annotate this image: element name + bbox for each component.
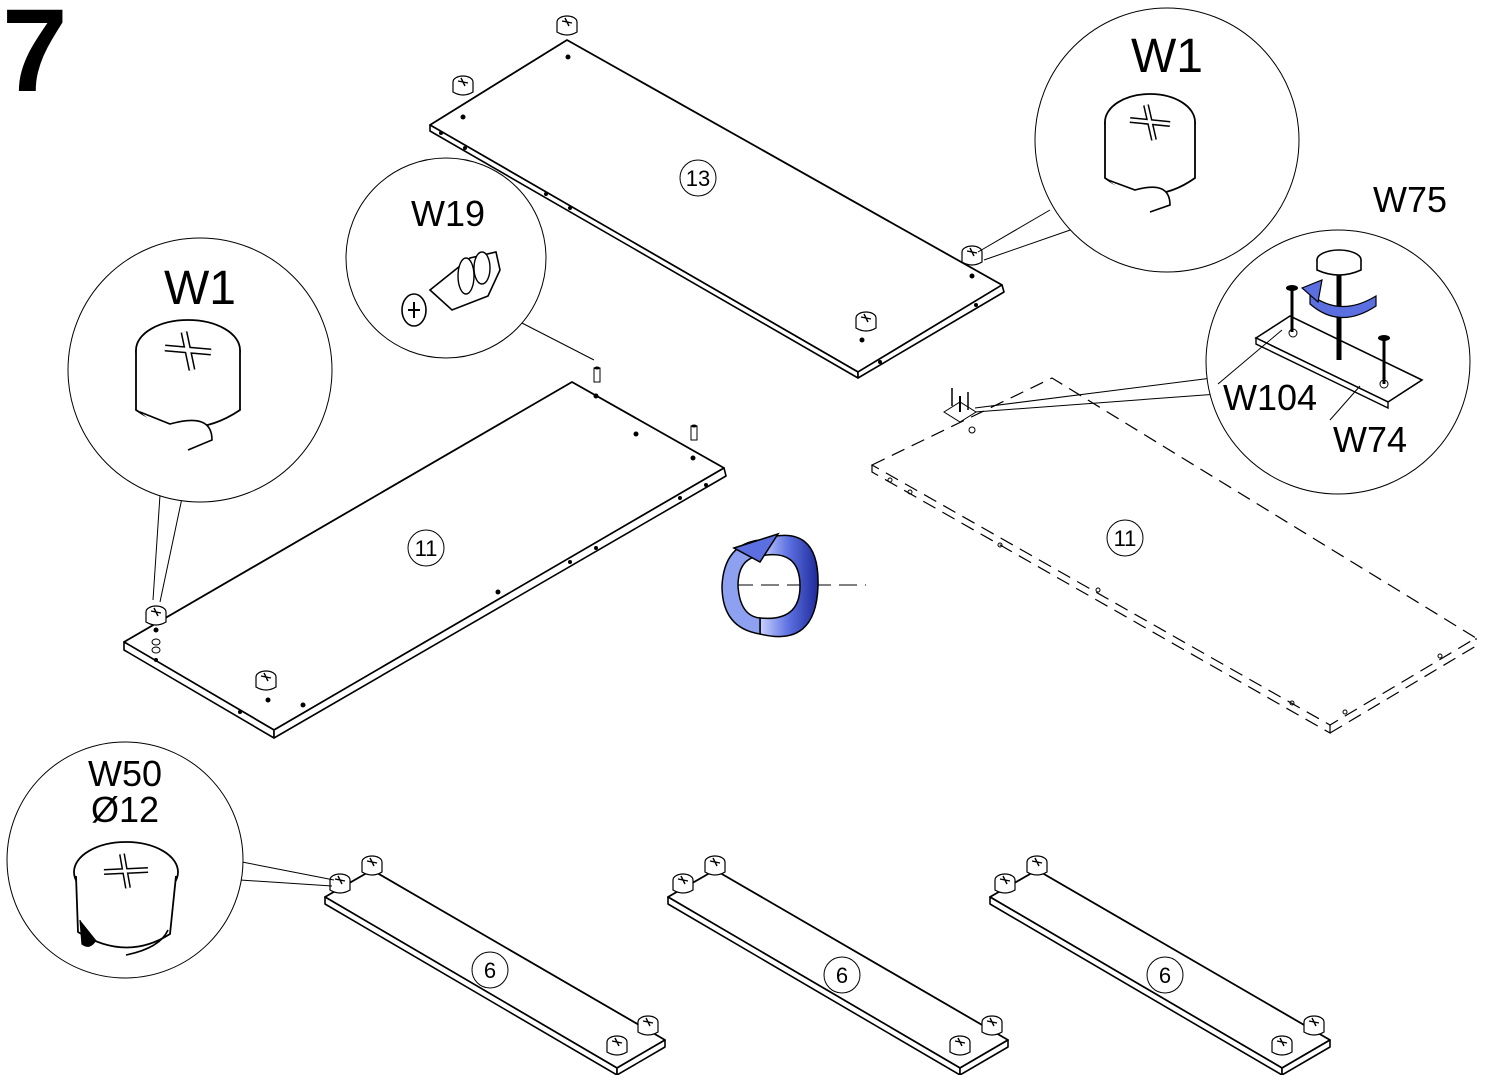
- label-w1-right: W1: [1131, 30, 1203, 83]
- leveler-w75-icon: [1217, 249, 1424, 421]
- part-number-6-1: 6: [484, 958, 496, 983]
- callout-w50: W50 Ø12: [6, 741, 335, 979]
- callout-w74-w75-w104: W75 W104 W74: [974, 179, 1471, 495]
- callout-w1-right: W1: [977, 7, 1300, 273]
- step-number: 7: [2, 0, 68, 117]
- callout-w1-left: W1: [67, 237, 333, 603]
- shelf-6-1: 6: [324, 855, 666, 1076]
- shelf-6-3: 6: [989, 855, 1331, 1076]
- label-w74: W74: [1333, 419, 1407, 460]
- rotate-arrow-icon: [721, 532, 866, 638]
- shelf-6-2: 6: [667, 855, 1009, 1076]
- panel-11-left: 11: [123, 366, 727, 739]
- callout-w19: W19: [345, 157, 595, 361]
- camlock-w50-icon: [73, 841, 179, 956]
- part-number-11-right: 11: [1114, 526, 1137, 551]
- label-w50: W50: [88, 753, 162, 794]
- label-w50-diameter: Ø12: [91, 789, 159, 830]
- part-number-11-left: 11: [415, 536, 438, 561]
- camlock-w1-icon: [1104, 93, 1196, 213]
- camlock-w1-icon: [135, 319, 241, 451]
- label-w1-left: W1: [164, 262, 236, 315]
- label-w75: W75: [1373, 179, 1447, 220]
- part-number-13: 13: [686, 166, 710, 191]
- part-number-6-3: 6: [1159, 963, 1171, 988]
- part-number-6-2: 6: [836, 963, 848, 988]
- label-w104: W104: [1223, 377, 1317, 418]
- dowel-w19-icon: [401, 251, 501, 327]
- panel-13: 13: [429, 15, 1005, 379]
- label-w19: W19: [411, 193, 485, 234]
- panel-11-right-dashed: 11: [870, 377, 1478, 735]
